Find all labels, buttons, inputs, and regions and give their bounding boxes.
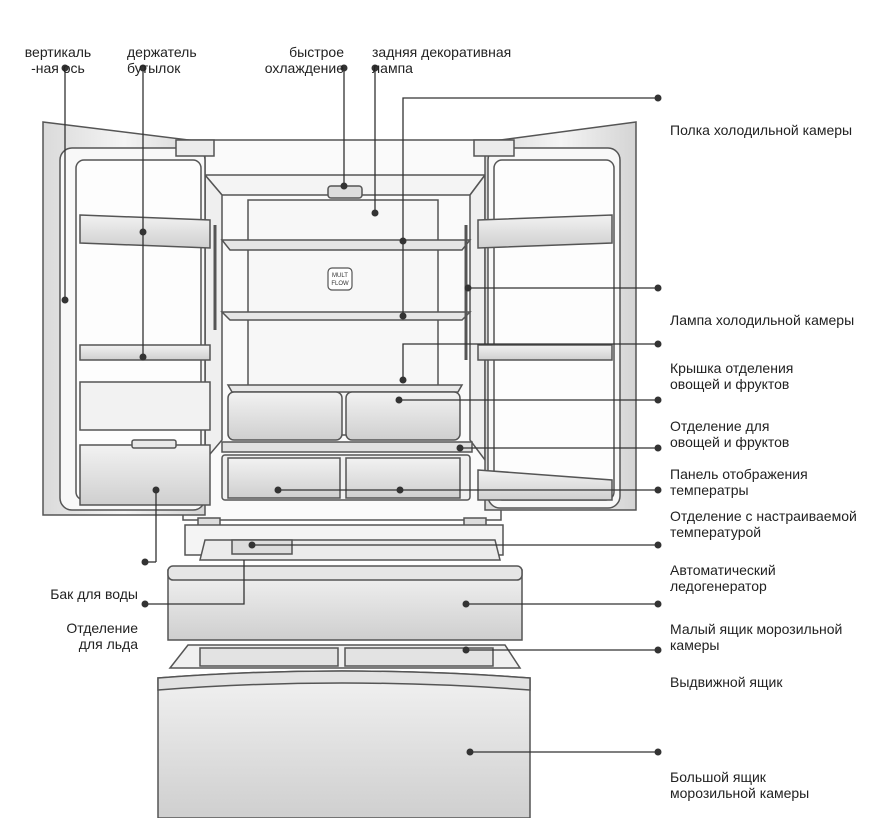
left-door bbox=[42, 121, 215, 516]
right-door bbox=[473, 121, 637, 511]
small-freezer-drawer bbox=[167, 565, 523, 641]
fridge-shelf-upper bbox=[220, 239, 472, 251]
leader-dots bbox=[61, 64, 662, 756]
large-freezer-drawer bbox=[157, 670, 531, 819]
label-water-tank: Бак для воды bbox=[50, 586, 138, 602]
leader-lines bbox=[64, 68, 658, 753]
multiflow-badge: MULT FLOW bbox=[327, 267, 353, 291]
fridge-shelf-lower bbox=[220, 311, 472, 321]
label-vertical-axis: вертикаль-ная ось bbox=[24, 44, 92, 76]
cabinet bbox=[182, 139, 502, 527]
label-fridge-lamp: Лампа холодильной камеры bbox=[670, 312, 855, 328]
label-slide-drawer: Выдвижной ящик bbox=[670, 674, 783, 690]
svg-text:FLOW: FLOW bbox=[331, 281, 349, 287]
slide-drawer bbox=[168, 644, 522, 669]
svg-text:MULT: MULT bbox=[332, 273, 348, 279]
label-fridge-shelf: Полка холодильной камеры bbox=[670, 122, 853, 138]
ice-maker bbox=[184, 524, 504, 561]
